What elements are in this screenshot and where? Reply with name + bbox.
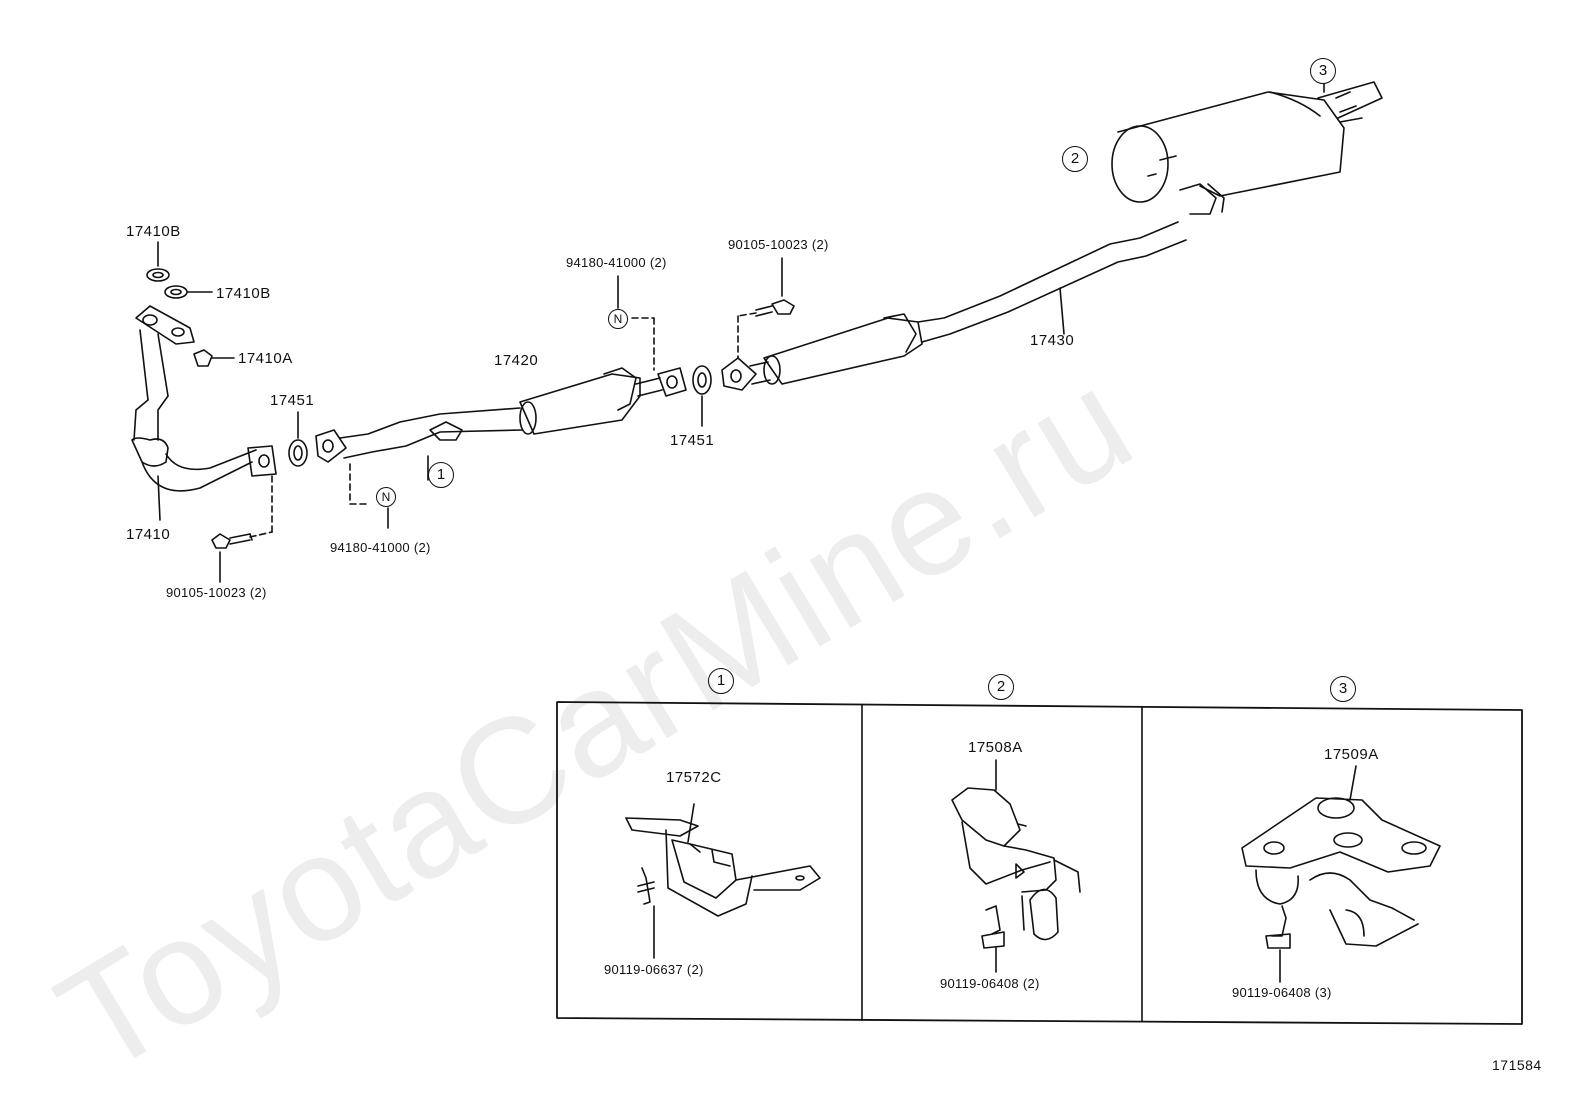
hanger-17572c-drawing bbox=[625, 803, 821, 959]
spring-connectors-drawing bbox=[349, 275, 655, 529]
label-center-pipe-17420: 17420 bbox=[494, 352, 539, 369]
center-pipe-drawing bbox=[315, 367, 687, 481]
ring-mid-drawing bbox=[692, 365, 712, 427]
label-ring-17451-left: 17451 bbox=[270, 392, 315, 409]
tail-pipe-drawing bbox=[721, 81, 1383, 391]
front-pipe-drawing bbox=[131, 305, 277, 492]
n-mark-mid: N bbox=[608, 309, 628, 329]
label-nut-17410a: 17410A bbox=[238, 350, 293, 367]
bolt-mid-drawing bbox=[737, 257, 795, 359]
gaskets-drawing bbox=[146, 241, 235, 367]
detail-1-fastener: 90119-06637 (2) bbox=[604, 962, 704, 977]
hanger-17509a-drawing bbox=[1241, 765, 1441, 983]
hanger-17508a-drawing bbox=[951, 759, 1081, 973]
detail-2-index: 2 bbox=[988, 674, 1014, 700]
ring-left-drawing bbox=[288, 411, 308, 467]
detail-1-part: 17572C bbox=[666, 769, 722, 786]
callout-2: 2 bbox=[1062, 146, 1088, 172]
n-mark-left: N bbox=[376, 487, 396, 507]
callout-1: 1 bbox=[428, 462, 454, 488]
label-tail-pipe-17430: 17430 bbox=[1030, 332, 1075, 349]
label-bolt-left: 90105-10023 (2) bbox=[166, 585, 267, 600]
bolt-left-drawing bbox=[157, 475, 273, 583]
label-bolt-mid: 90105-10023 (2) bbox=[728, 237, 829, 252]
label-front-pipe-17410: 17410 bbox=[126, 526, 171, 543]
detail-3-index: 3 bbox=[1330, 676, 1356, 702]
detail-3-fastener: 90119-06408 (3) bbox=[1232, 985, 1332, 1000]
detail-3-part: 17509A bbox=[1324, 746, 1379, 763]
label-spring-left: 94180-41000 (2) bbox=[330, 540, 431, 555]
detail-box bbox=[556, 701, 1523, 1025]
detail-2-fastener: 90119-06408 (2) bbox=[940, 976, 1040, 991]
label-spring-mid: 94180-41000 (2) bbox=[566, 255, 667, 270]
detail-2-part: 17508A bbox=[968, 739, 1023, 756]
diagram-reference-number: 171584 bbox=[1492, 1057, 1542, 1073]
callout-3: 3 bbox=[1310, 58, 1336, 84]
label-ring-17451-mid: 17451 bbox=[670, 432, 715, 449]
detail-1-index: 1 bbox=[708, 668, 734, 694]
label-gasket-17410b: 17410B bbox=[216, 285, 271, 302]
label-gasket-17410b-top: 17410B bbox=[126, 223, 181, 240]
